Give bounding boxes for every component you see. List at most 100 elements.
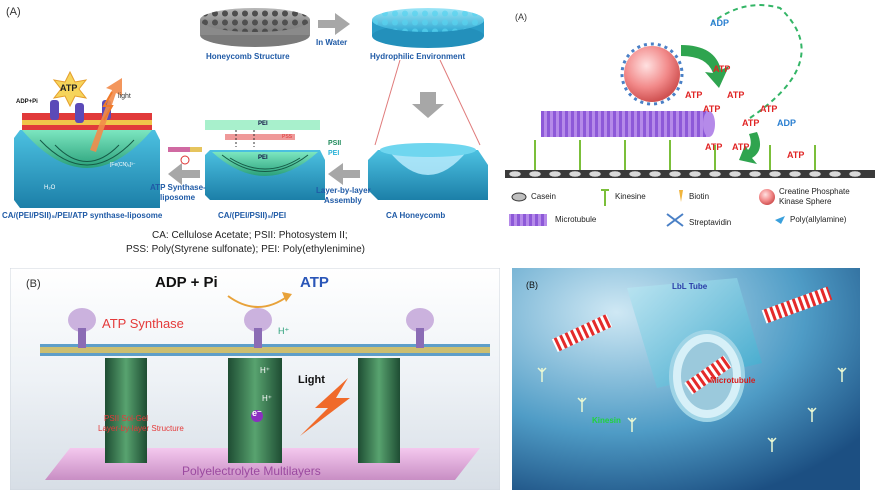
label-h-plus-mid: H⁺ xyxy=(260,366,270,375)
label-atp-synthase: ATP Synthase xyxy=(102,316,184,331)
arrow-lbl xyxy=(328,163,360,185)
label-polyelectrolyte: Polyelectrolyte Multilayers xyxy=(182,464,321,478)
label-adp-top: ADP xyxy=(710,18,730,28)
label-atp-big: ATP xyxy=(300,274,329,291)
pillar-right xyxy=(358,358,400,463)
label-h-plus-top: H⁺ xyxy=(278,326,290,336)
label-lbl-structure: Layer-by-layer Structure xyxy=(98,424,184,433)
legend-streptavidin-icon xyxy=(666,213,684,227)
label-light: Light xyxy=(298,374,325,386)
description-line-1: CA: Cellulose Acetate; PSII: Photosystem… xyxy=(152,230,348,241)
label-honeycomb-structure: Honeycomb Structure xyxy=(206,52,290,61)
legend-microtubule: Microtubule xyxy=(555,215,597,224)
legend-casein-icon xyxy=(511,192,527,202)
arrow-atp-synth xyxy=(168,163,200,185)
lbl-tube xyxy=(627,278,762,422)
atp-synthase-middle xyxy=(244,308,272,348)
kinesin-sprouts xyxy=(537,367,847,452)
label-in-water: In Water xyxy=(316,38,348,47)
label-electron: e⁻ xyxy=(252,408,262,418)
label-atp-4: ATP xyxy=(703,104,721,114)
atp-synthase-right xyxy=(406,308,434,348)
pillar-left xyxy=(105,358,147,463)
label-atp-6: ATP xyxy=(742,118,760,128)
label-pei-legend: PEI xyxy=(328,150,340,157)
fe-marker-icon xyxy=(180,155,190,165)
left-cell xyxy=(14,100,160,208)
label-atp-5: ATP xyxy=(760,104,778,114)
label-adp-pi-big: ADP + Pi xyxy=(155,274,218,291)
label-kinesin: Kinesin xyxy=(592,416,621,425)
label-atp-7: ATP xyxy=(705,142,723,152)
label-atp-star: ATP xyxy=(60,83,78,93)
legend-kinesine: Kinesine xyxy=(615,192,646,201)
label-assembly: Assembly xyxy=(324,196,362,205)
label-psii-legend: PSII xyxy=(328,140,342,147)
label-lbl-tube: LbL Tube xyxy=(672,282,708,291)
label-pss: PSS xyxy=(282,134,293,140)
electron-icon xyxy=(251,410,263,422)
label-adp-pi: ADP+Pi xyxy=(16,99,38,105)
caption-left-cell: CA/(PEI/PSII)₅/PEI/ATP synthase-liposome xyxy=(2,211,163,220)
legend-ck-2: Kinase Sphere xyxy=(779,197,832,206)
label-psii-sol-gel: PSII Sol-Gel xyxy=(104,414,149,423)
label-light-small: light xyxy=(118,93,131,100)
description-line-2: PSS: Poly(Styrene sulfonate); PEI: Poly(… xyxy=(126,244,365,255)
label-atp-3: ATP xyxy=(727,90,745,100)
legend-poly: Poly(allylamine) xyxy=(790,215,847,224)
legend-kinesine-icon xyxy=(601,189,609,206)
adp-dashed-arc xyxy=(712,4,803,119)
letter-b-bottom-right: (B) xyxy=(526,280,538,290)
label-atp-synthase-liposome-2: liposome xyxy=(160,193,196,202)
panel-top-right-art xyxy=(505,4,875,227)
zoom-line xyxy=(439,59,481,146)
label-adp-bottom: ADP xyxy=(777,118,797,128)
label-microtubule: Microtubule xyxy=(710,376,756,385)
kinesin-stalks xyxy=(534,140,816,170)
arrow-in-water xyxy=(318,13,350,35)
casein-beads xyxy=(508,170,862,178)
label-atp-9: ATP xyxy=(787,150,805,160)
panel-top-right: (A) ADP ATP ATP ATP ATP ATP ATP ADP ATP … xyxy=(505,0,875,265)
lightning-icon xyxy=(102,91,114,121)
zoom-line xyxy=(374,59,401,146)
letter-a-top-left: (A) xyxy=(6,6,21,18)
letter-b-bottom-left: (B) xyxy=(26,278,41,290)
atp-synthase-left xyxy=(68,308,96,348)
legend-biotin-icon xyxy=(679,190,683,202)
adp-atp-arrow xyxy=(227,295,289,308)
microtubule-rod xyxy=(541,111,715,137)
ca-honeycomb-cell xyxy=(368,143,488,200)
label-atp-8: ATP xyxy=(732,142,750,152)
legend-poly-icon xyxy=(775,216,785,224)
label-hydrophilic: Hydrophilic Environment xyxy=(370,52,466,61)
panel-top-left-art xyxy=(14,8,488,208)
panel-top-left: (A) Honeycomb Structure In Water Hydroph… xyxy=(0,0,500,265)
label-h2o: H₂O xyxy=(44,185,56,191)
green-arrow-big xyxy=(681,45,729,88)
legend-streptavidin: Streptavidin xyxy=(689,218,732,227)
label-h-plus-low: H⁺ xyxy=(262,394,272,403)
legend-microtubule-icon xyxy=(509,214,547,226)
honeycomb-grey xyxy=(200,8,310,47)
label-atp-1: ATP xyxy=(713,64,731,74)
label-atp-2: ATP xyxy=(685,90,703,100)
microtubule-inner xyxy=(684,355,732,395)
label-layer-by-layer: Layer-by-layer xyxy=(316,186,371,195)
legend-ck-1: Creatine Phosphate xyxy=(779,187,850,196)
caption-mid-cell: CA/(PEI/PSII)₅/PEI xyxy=(218,211,287,220)
label-pei-top: PEI xyxy=(258,121,268,127)
microtubule-left xyxy=(551,313,613,353)
lightning-bolt-icon xyxy=(300,378,350,436)
label-fe: [Fe(CN)₆]³⁻ xyxy=(110,162,136,168)
honeycomb-cyan xyxy=(372,8,484,48)
panel-bottom-right: (B) LbL Tube Microtubule Kinesin xyxy=(512,268,860,490)
panel-bottom-left: (B) ADP + Pi ATP ATP Synthase H⁺ H⁺ H⁺ L… xyxy=(10,268,500,490)
atp-star-icon xyxy=(52,70,88,108)
legend-biotin: Biotin xyxy=(689,192,710,201)
letter-a-top-right: (A) xyxy=(515,12,527,22)
legend-sphere-icon xyxy=(759,189,775,205)
legend-casein: Casein xyxy=(531,192,556,201)
panel-bottom-left-art xyxy=(10,268,500,490)
green-arrow-small xyxy=(739,132,761,164)
